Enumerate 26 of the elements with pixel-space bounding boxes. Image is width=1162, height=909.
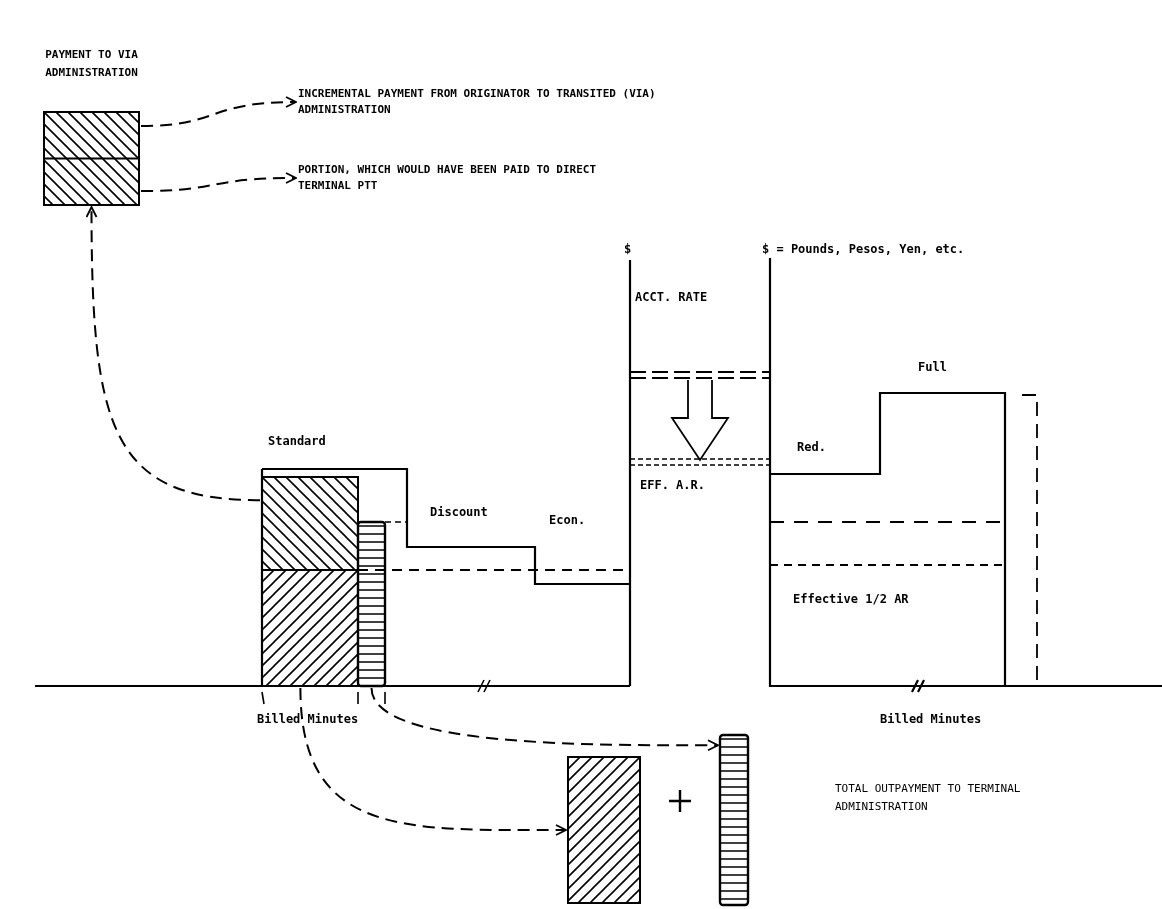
chart-label: $ [624, 242, 632, 256]
dashed-arrow [85, 206, 261, 502]
chart-label: ACCT. RATE [635, 290, 708, 304]
block-heading: PAYMENT TO VIA ADMINISTRATION [44, 47, 139, 81]
hatched-block [262, 570, 358, 686]
chart-label: Standard [268, 434, 326, 448]
dashed-arrow [140, 172, 297, 193]
chart-label: Discount [430, 505, 488, 519]
dashed-arrow [299, 687, 567, 836]
hatched-block [568, 757, 640, 903]
hatched-block [262, 477, 358, 570]
dashed-arrow [140, 96, 297, 127]
chart-label: Econ. [549, 513, 586, 527]
chart-label: Billed Minutes [257, 712, 359, 726]
striped-bar [358, 522, 385, 686]
note-text: PORTION, WHICH WOULD HAVE BEEN PAID TO DIRECT TERMINAL PTT [298, 162, 618, 194]
note-text: INCREMENTAL PAYMENT FROM ORIGINATOR TO TRANSITED (VIA) ADMINISTRATION [298, 86, 678, 118]
striped-bar [720, 735, 748, 905]
chart-label: Full [918, 360, 947, 374]
chart-label: Effective 1/2 AR [793, 592, 909, 606]
chart-label: Billed Minutes [880, 712, 982, 726]
chart-label: $ = Pounds, Pesos, Yen, etc. [762, 242, 965, 256]
dashed-arrow [370, 687, 719, 752]
note-text: TOTAL OUTPAYMENT TO TERMINAL ADMINISTRATION [835, 781, 1022, 815]
chart-label: EFF. A.R. [640, 478, 706, 492]
chart-label: Red. [797, 440, 826, 454]
